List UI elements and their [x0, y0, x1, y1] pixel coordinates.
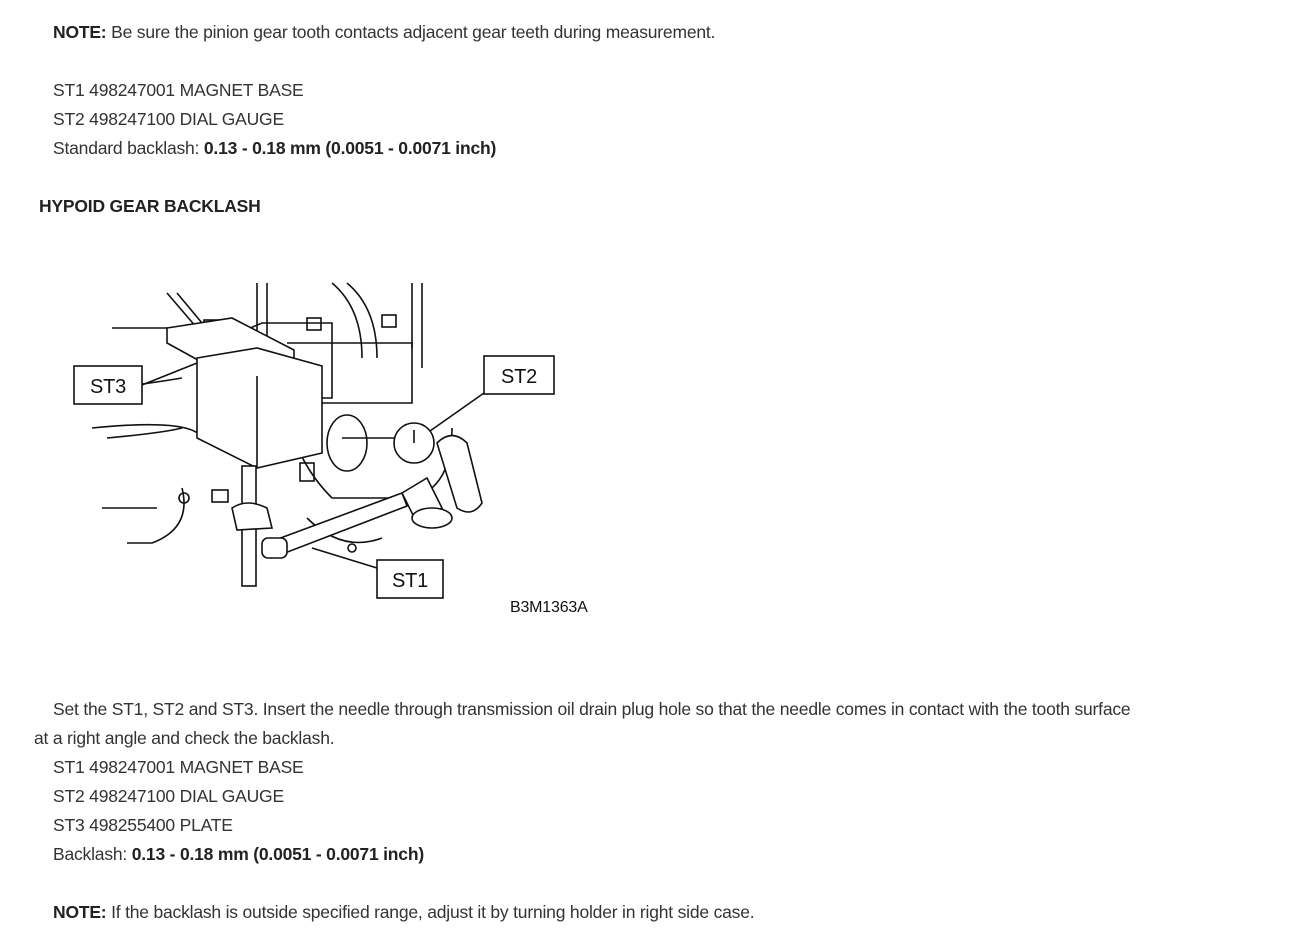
tool-st1-2: ST1 498247001 MAGNET BASE: [53, 757, 304, 777]
dial-gauge-st2-drawing: [326, 414, 483, 513]
plate-st3-drawing: [166, 317, 323, 469]
tool-st1: ST1 498247001 MAGNET BASE: [53, 80, 304, 100]
label-st2: ST2: [501, 366, 537, 388]
backlash-spec: Backlash: 0.13 - 0.18 mm (0.0051 - 0.007…: [53, 840, 424, 869]
instruction-line-1: Set the ST1, ST2 and ST3. Insert the nee…: [53, 699, 1131, 719]
tool-st3: ST3 498255400 PLATE: [53, 815, 233, 835]
note-pinion: NOTE: Be sure the pinion gear tooth cont…: [53, 18, 715, 47]
magnet-base-st1-drawing: [231, 465, 453, 587]
note-text: Be sure the pinion gear tooth contacts a…: [106, 22, 716, 42]
callout-st3: ST3: [73, 362, 198, 405]
hypoid-gear-backlash-figure: ST3 ST2 ST1 B3M1363A: [73, 282, 588, 616]
callout-st1: ST1: [311, 547, 444, 599]
standard-backlash: Standard backlash: 0.13 - 0.18 mm (0.005…: [53, 134, 496, 163]
tool-st2: ST2 498247100 DIAL GAUGE: [53, 109, 284, 129]
instruction-line-2: at a right angle and check the backlash.: [34, 728, 335, 748]
note-text: If the backlash is outside specified ran…: [106, 902, 755, 922]
figure-code: B3M1363A: [510, 599, 588, 616]
note-label: NOTE:: [53, 902, 107, 922]
standard-backlash-value: 0.13 - 0.18 mm (0.0051 - 0.0071 inch): [203, 138, 497, 158]
standard-backlash-label: Standard backlash:: [53, 138, 204, 158]
backlash-value: 0.13 - 0.18 mm (0.0051 - 0.0071 inch): [131, 844, 424, 864]
note-backlash-range: NOTE: If the backlash is outside specifi…: [53, 898, 755, 927]
label-st1: ST1: [392, 570, 428, 592]
callout-st2: ST2: [429, 355, 555, 432]
backlash-label: Backlash:: [53, 844, 132, 864]
label-st3: ST3: [90, 376, 126, 398]
tool-st2-2: ST2 498247100 DIAL GAUGE: [53, 786, 284, 806]
section-heading: HYPOID GEAR BACKLASH: [39, 196, 261, 216]
transmission-case-drawing: [91, 282, 453, 553]
note-label: NOTE:: [53, 22, 107, 42]
